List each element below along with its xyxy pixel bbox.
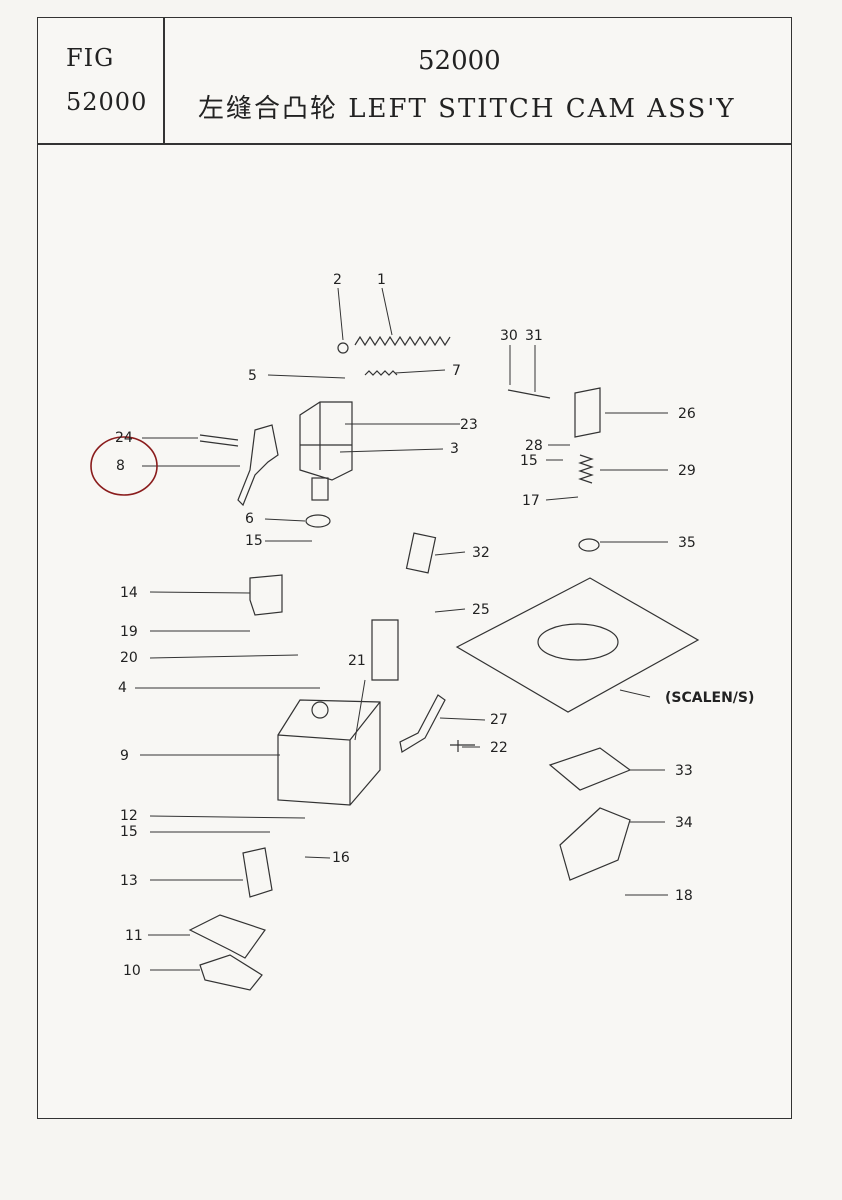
callout-number: 1 xyxy=(377,272,386,288)
spring-part xyxy=(354,335,451,347)
callout-number: 15 xyxy=(520,453,538,469)
callout-number: 25 xyxy=(472,602,490,618)
callout-number: 15 xyxy=(245,533,263,549)
callout-number: 3 xyxy=(450,441,459,457)
washer-part xyxy=(305,514,331,528)
callout-number: 24 xyxy=(115,430,133,446)
main-block-part xyxy=(277,699,381,806)
lever-part xyxy=(237,424,279,507)
leader-lines xyxy=(135,287,668,971)
base-plate-part xyxy=(455,577,700,713)
bracket-part xyxy=(405,532,437,574)
spring-part xyxy=(578,454,594,484)
callout-number: 7 xyxy=(452,363,461,379)
callout-number: 21 xyxy=(348,653,366,669)
callout-number: 13 xyxy=(120,873,138,889)
bearing-part xyxy=(578,538,600,552)
callout-number: 9 xyxy=(120,748,129,764)
holder-part xyxy=(242,847,273,898)
callout-number: 6 xyxy=(245,511,254,527)
scale-label: (SCALEN/S) xyxy=(665,690,754,706)
callout-number: 19 xyxy=(120,624,138,640)
title-number: 52000 xyxy=(418,46,501,76)
screw-part xyxy=(337,342,349,354)
callout-number: 15 xyxy=(120,824,138,840)
bracket-part xyxy=(249,574,283,616)
cam-part xyxy=(188,914,266,959)
callout-number: 17 xyxy=(522,493,540,509)
lever-part xyxy=(399,694,446,753)
sleeve-part xyxy=(574,387,601,438)
highlight-circle xyxy=(90,436,158,496)
callout-number: 31 xyxy=(525,328,543,344)
callout-number: 35 xyxy=(678,535,696,551)
callout-number: 32 xyxy=(472,545,490,561)
cam-part xyxy=(199,954,263,991)
callout-number: 10 xyxy=(123,963,141,979)
callout-number: 5 xyxy=(248,368,257,384)
bore-part xyxy=(311,701,329,719)
shaft-part xyxy=(311,477,329,501)
callout-number: 27 xyxy=(490,712,508,728)
motor-mount-part xyxy=(559,807,631,881)
callout-number: 2 xyxy=(333,272,342,288)
callout-number: 4 xyxy=(118,680,127,696)
fig-label: FIG xyxy=(66,44,115,72)
header-column-divider xyxy=(163,18,165,143)
callout-number: 23 xyxy=(460,417,478,433)
pin-part xyxy=(199,434,239,447)
fig-number: 52000 xyxy=(66,88,148,116)
callout-number: 18 xyxy=(675,888,693,904)
callout-number: 11 xyxy=(125,928,143,944)
callout-number: 26 xyxy=(678,406,696,422)
callout-number: 29 xyxy=(678,463,696,479)
spring-part xyxy=(364,370,398,376)
callout-number: 33 xyxy=(675,763,693,779)
callout-number: 8 xyxy=(116,458,125,474)
assembly-title: 左缝合凸轮 LEFT STITCH CAM ASS'Y xyxy=(198,94,736,124)
callout-number: 22 xyxy=(490,740,508,756)
callout-number: 14 xyxy=(120,585,138,601)
screw-part xyxy=(450,740,475,752)
sleeve-part xyxy=(371,619,399,681)
plate-bore-part xyxy=(537,623,619,661)
callout-number: 20 xyxy=(120,650,138,666)
callout-number: 28 xyxy=(525,438,543,454)
cam-block-part xyxy=(299,401,353,481)
callout-number: 30 xyxy=(500,328,518,344)
gasket-part xyxy=(548,747,632,791)
callout-number: 12 xyxy=(120,808,138,824)
header-divider xyxy=(38,143,791,145)
callout-number: 34 xyxy=(675,815,693,831)
callout-number: 16 xyxy=(332,850,350,866)
pin-part xyxy=(507,389,551,399)
